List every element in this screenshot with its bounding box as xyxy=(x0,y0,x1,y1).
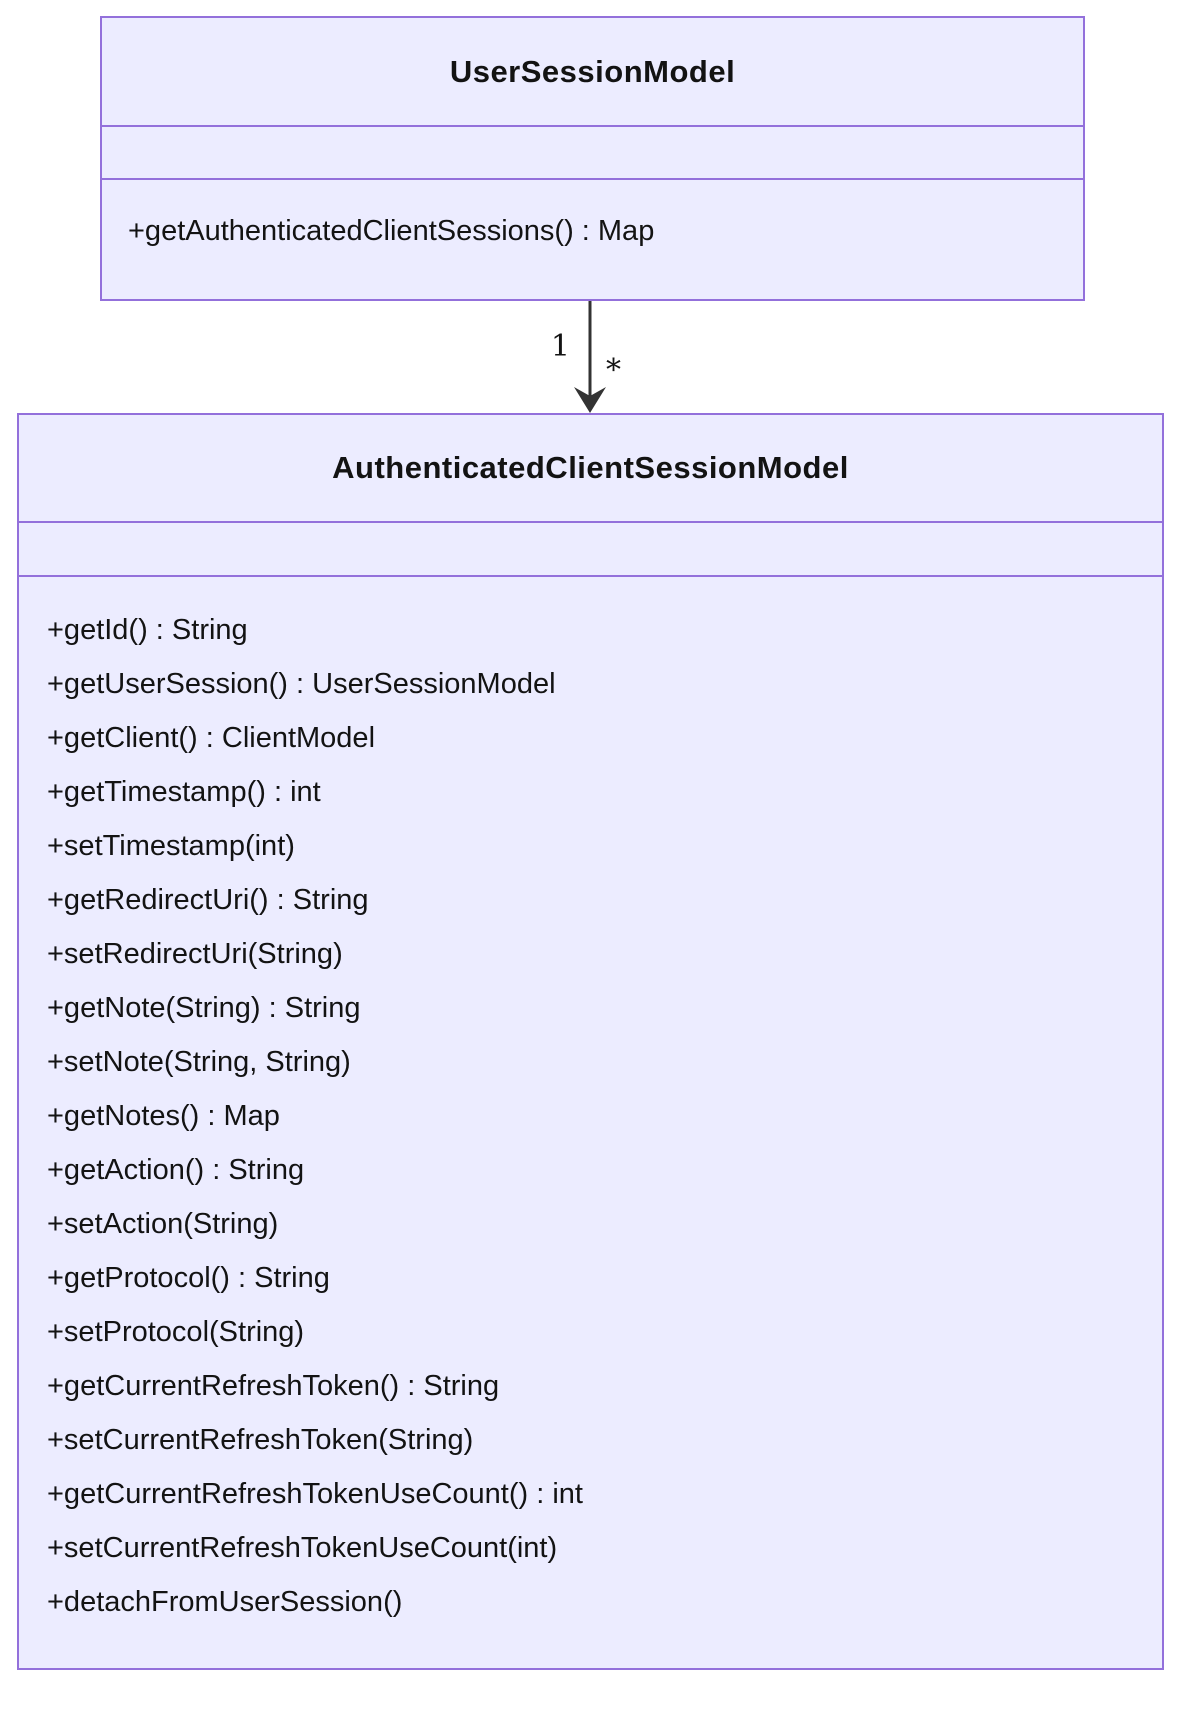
method-item: +getAuthenticatedClientSessions() : Map xyxy=(128,215,655,247)
method-item: +getCurrentRefreshTokenUseCount() : int xyxy=(47,1478,583,1510)
methods-compartment-authenticatedclientsessionmodel: +getId() : String +getUserSession() : Us… xyxy=(19,575,1162,1668)
class-box-usersessionmodel: UserSessionModel +getAuthenticatedClient… xyxy=(100,16,1085,301)
class-box-authenticatedclientsessionmodel: AuthenticatedClientSessionModel +getId()… xyxy=(17,413,1164,1670)
arrowhead-icon xyxy=(574,387,606,413)
method-item: +getId() : String xyxy=(47,614,248,646)
method-item: +setTimestamp(int) xyxy=(47,830,295,862)
method-item: +getRedirectUri() : String xyxy=(47,884,369,916)
class-name-authenticatedclientsessionmodel: AuthenticatedClientSessionModel xyxy=(332,450,849,485)
method-item: +getNote(String) : String xyxy=(47,992,361,1024)
methods-compartment-usersessionmodel: +getAuthenticatedClientSessions() : Map xyxy=(102,178,1083,299)
method-item: +setRedirectUri(String) xyxy=(47,938,343,970)
method-item: +getClient() : ClientModel xyxy=(47,722,376,754)
method-item: +getProtocol() : String xyxy=(47,1262,330,1294)
method-item: +detachFromUserSession() xyxy=(47,1586,403,1618)
method-item: +setProtocol(String) xyxy=(47,1316,305,1348)
class-name-usersessionmodel: UserSessionModel xyxy=(449,53,736,89)
method-item: +setAction(String) xyxy=(47,1208,279,1240)
method-item: +setCurrentRefreshTokenUseCount(int) xyxy=(47,1532,558,1564)
method-item: +getCurrentRefreshToken() : String xyxy=(47,1370,500,1402)
method-item: +setNote(String, String) xyxy=(47,1046,351,1078)
method-item: +setCurrentRefreshToken(String) xyxy=(47,1424,474,1456)
multiplicity-target-label: * xyxy=(606,353,621,388)
attributes-compartment-usersessionmodel xyxy=(102,125,1083,178)
method-item: +getUserSession() : UserSessionModel xyxy=(47,668,556,700)
multiplicity-source-label: 1 xyxy=(550,329,570,364)
attributes-compartment-authenticatedclientsessionmodel xyxy=(19,521,1162,575)
method-item: +getTimestamp() : int xyxy=(47,776,321,808)
method-item: +getNotes() : Map xyxy=(47,1100,280,1132)
association-arrow xyxy=(574,301,606,413)
method-item: +getAction() : String xyxy=(47,1154,305,1186)
